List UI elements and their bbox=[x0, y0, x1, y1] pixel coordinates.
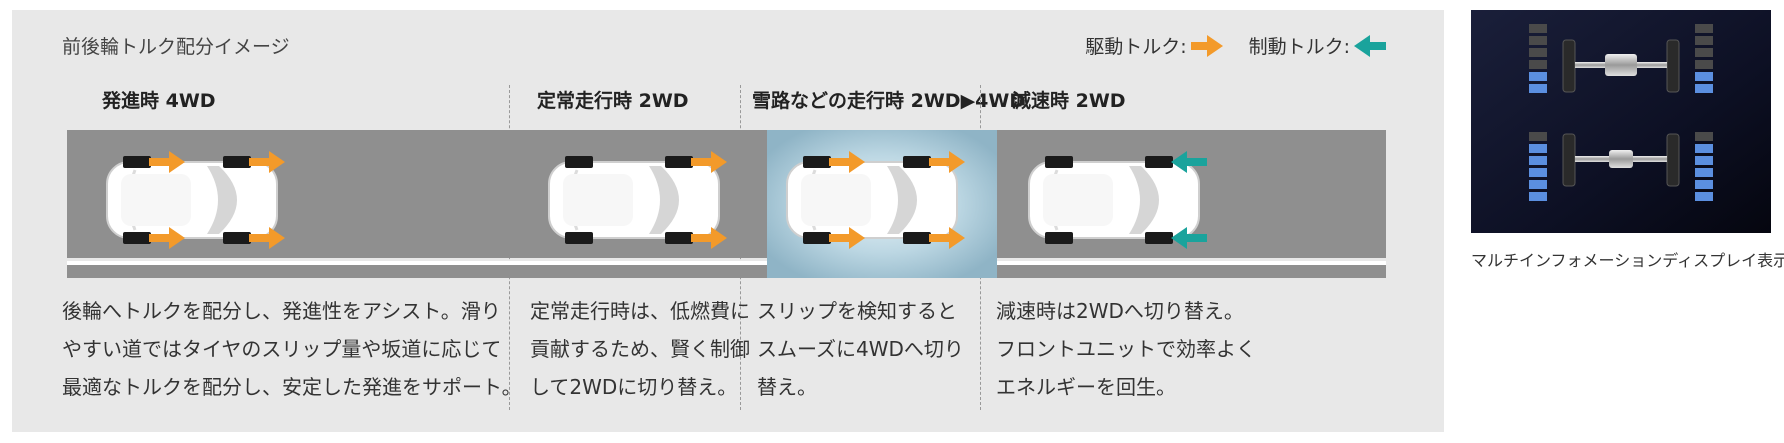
torque-distribution-panel: 前後輪トルク配分イメージ 駆動トルク: 制動トルク: 発進時 4WD 定常走行時… bbox=[12, 10, 1444, 432]
legend-brake: 制動トルク: bbox=[1249, 32, 1386, 59]
drive-arrow-icon bbox=[1190, 34, 1223, 57]
legend-drive-label: 駆動トルク: bbox=[1085, 36, 1187, 58]
front-axle bbox=[1562, 39, 1680, 93]
road-illustration bbox=[67, 130, 1386, 278]
display-caption: マルチインフォメーションディスプレイ表示 bbox=[1471, 251, 1784, 270]
car-snow bbox=[785, 151, 965, 249]
phase-title-snow: 雪路などの走行時 2WD▶4WD bbox=[752, 90, 1026, 112]
phase-description-snow: スリップを検知すると スムーズに4WDへ切り 替え。 bbox=[757, 299, 964, 399]
brake-arrow-icon bbox=[1354, 34, 1386, 57]
torque-bar-rear-left bbox=[1529, 132, 1547, 201]
rear-axle bbox=[1562, 133, 1680, 187]
phase-description-decel: 減速時は2WDへ切り替え。 フロントユニットで効率よく エネルギーを回生。 bbox=[996, 299, 1256, 399]
phase-title-start: 発進時 4WD bbox=[102, 90, 216, 112]
road-edge bbox=[67, 265, 1386, 278]
torque-bar-front-left bbox=[1529, 24, 1547, 93]
panel-title: 前後輪トルク配分イメージ bbox=[62, 36, 290, 58]
legend: 駆動トルク: 制動トルク: bbox=[1059, 32, 1386, 59]
road-lane-line bbox=[67, 261, 1386, 265]
phase-description-start: 後輪へトルクを配分し、発進性をアシスト。滑り やすい道ではタイヤのスリップ量や坂… bbox=[62, 299, 522, 399]
legend-drive: 駆動トルク: bbox=[1085, 32, 1223, 59]
legend-brake-label: 制動トルク: bbox=[1248, 36, 1350, 58]
multi-info-display-image bbox=[1471, 10, 1771, 233]
torque-bar-rear-right bbox=[1695, 132, 1713, 201]
car-cruise bbox=[547, 151, 727, 249]
car-decel bbox=[1027, 151, 1207, 249]
car-start bbox=[105, 151, 285, 249]
phase-title-cruise: 定常走行時 2WD bbox=[537, 90, 689, 112]
phase-description-cruise: 定常走行時は、低燃費に 貢献するため、賢く制御 して2WDに切り替え。 bbox=[530, 299, 750, 399]
phase-title-decel: 減速時 2WD bbox=[1012, 90, 1126, 112]
torque-bar-front-right bbox=[1695, 24, 1713, 93]
